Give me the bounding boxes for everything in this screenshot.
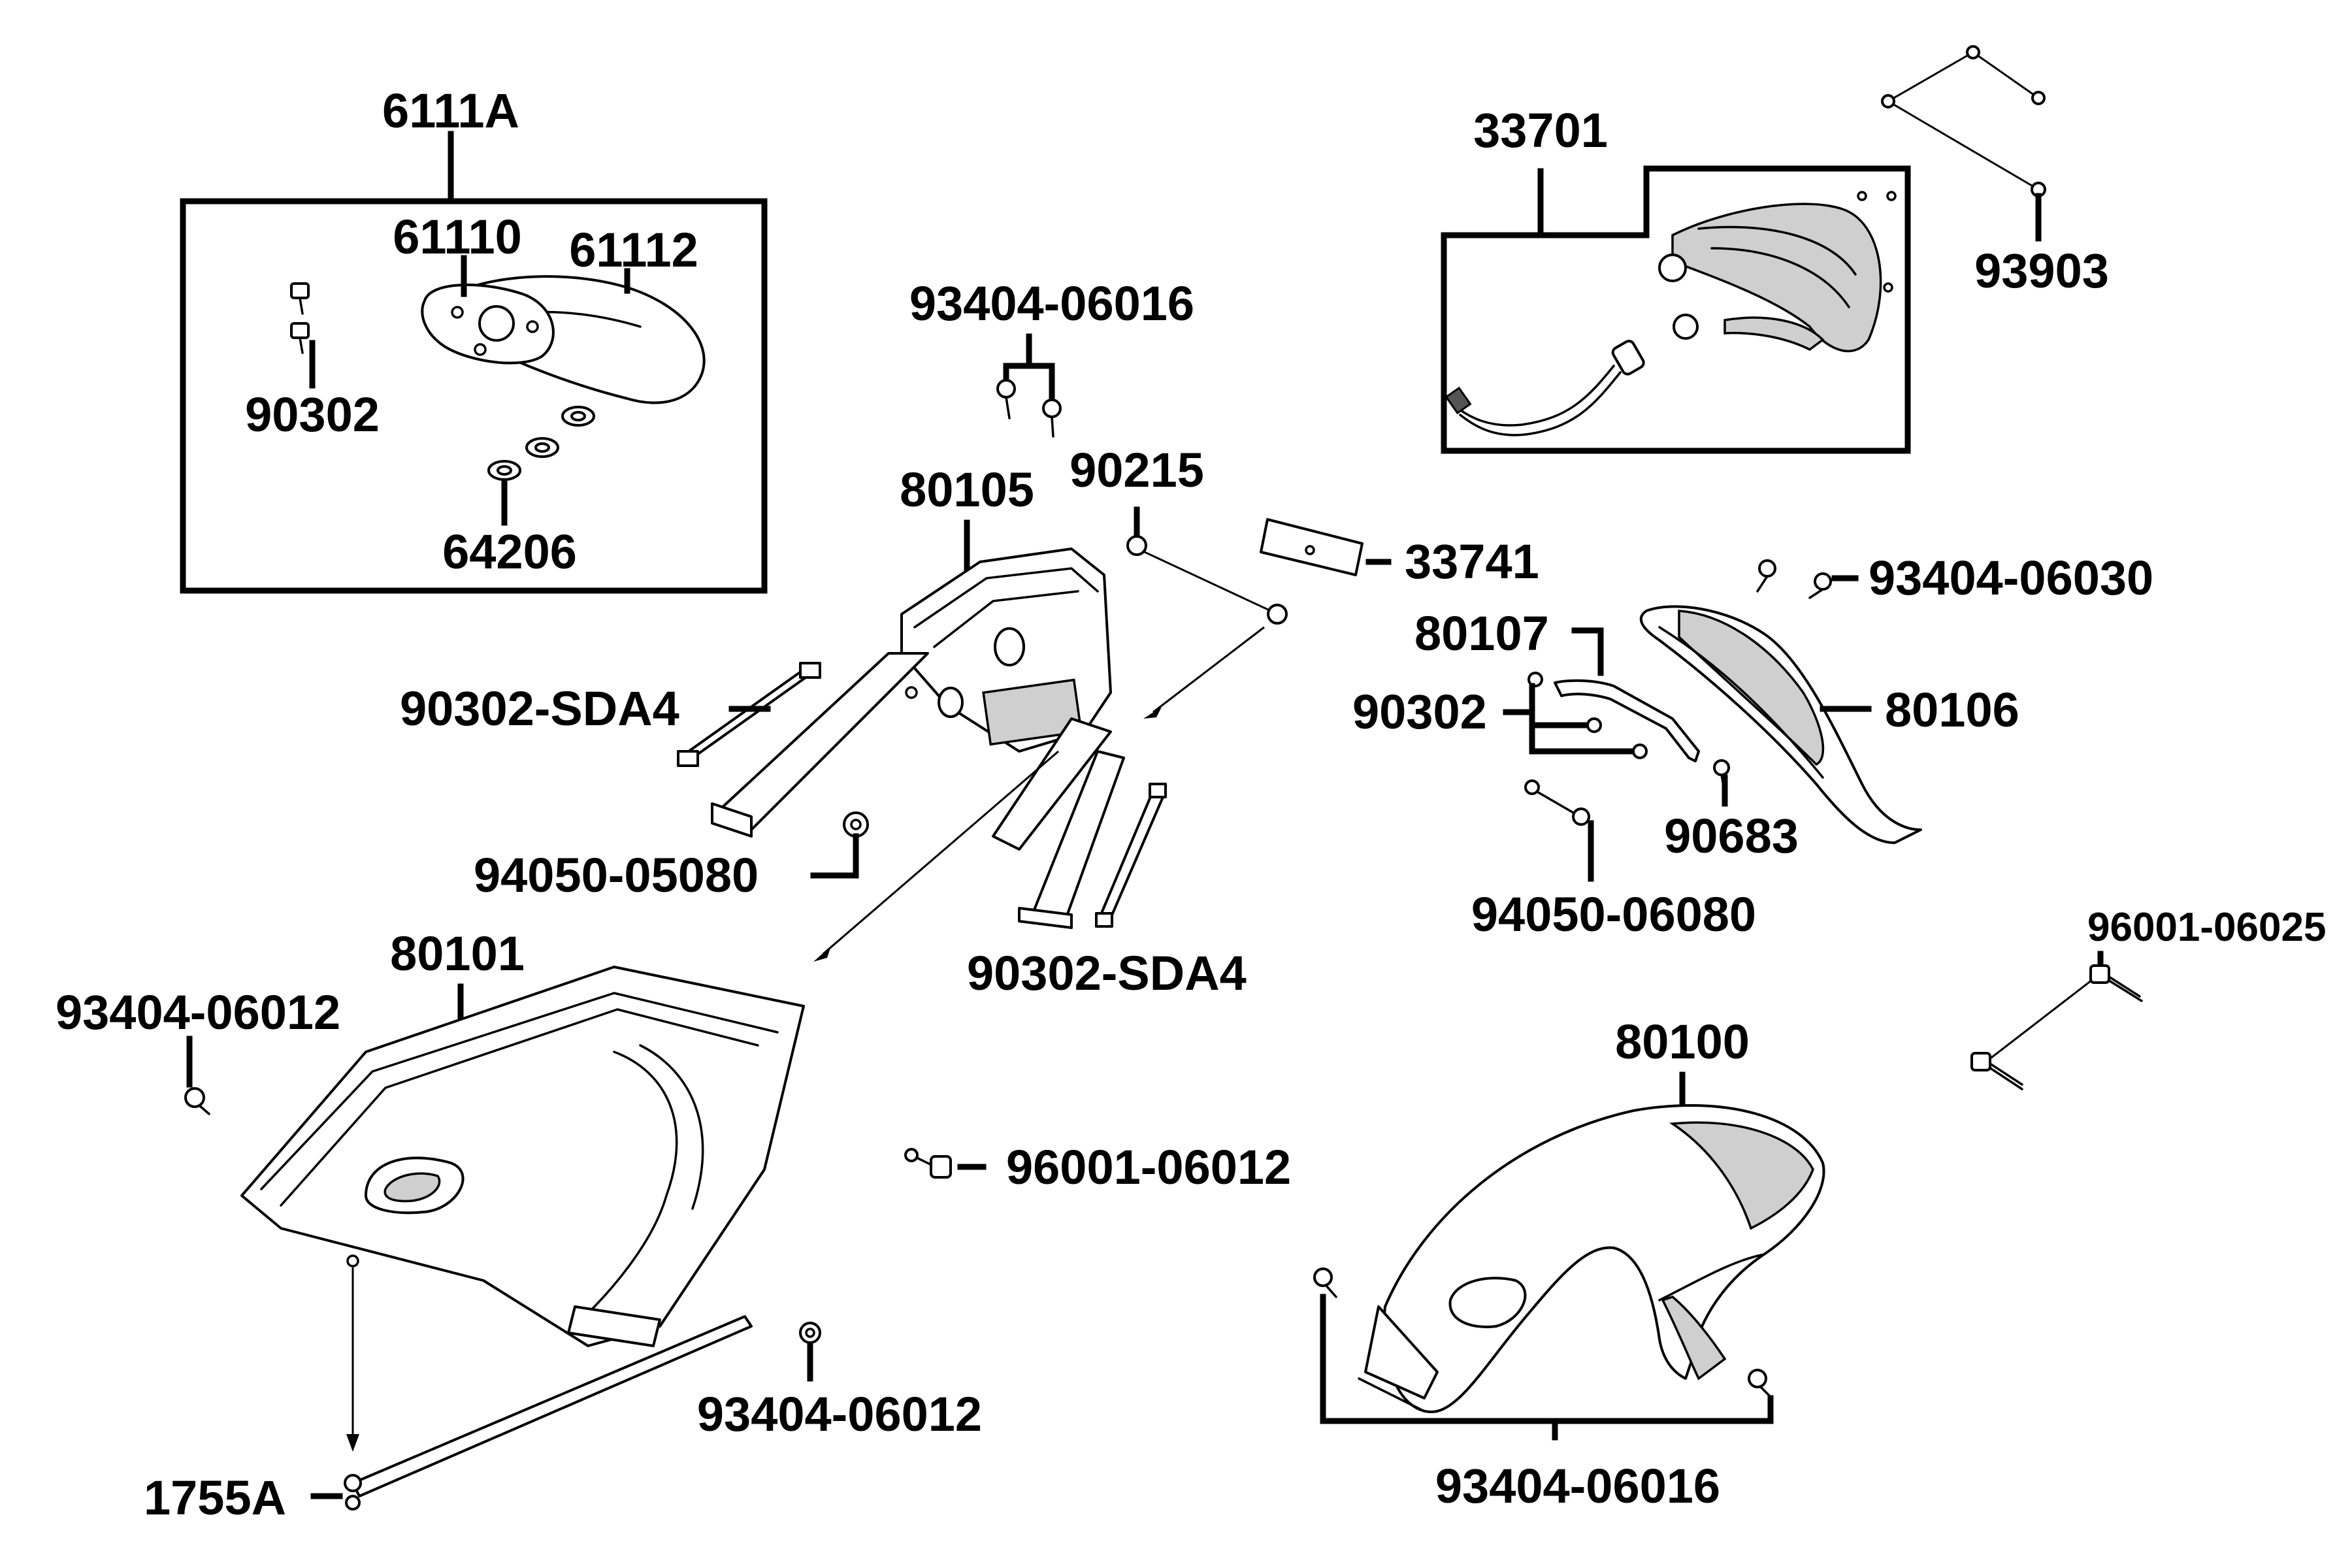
label-61110: 61110 — [393, 210, 522, 264]
label-90302-SDA4-upper: 90302-SDA4 — [400, 681, 679, 736]
label-80101: 80101 — [390, 926, 525, 981]
label-93404-06016-bottom: 93404-06016 — [1435, 1459, 1720, 1513]
reflector-33741: 33741 — [1260, 518, 1539, 589]
taillight-group: 33701 — [1441, 103, 1911, 454]
label-6111A: 6111A — [382, 84, 519, 138]
seat-bolt — [290, 282, 310, 354]
bolt-90683: 90683 — [1664, 759, 1799, 863]
bolt-96001-06012: 96001-06012 — [904, 1140, 1291, 1194]
label-90302-bracket: 90302 — [1352, 685, 1487, 739]
seat-group-box — [180, 198, 768, 594]
label-33701: 33701 — [1473, 103, 1608, 157]
label-80105: 80105 — [900, 463, 1034, 517]
bolt-93404-06030: 93404-06030 — [1756, 551, 2153, 605]
mudguard-80101: 80101 — [240, 926, 805, 1452]
taillight-housing — [1671, 203, 1882, 353]
label-33741: 33741 — [1405, 534, 1539, 589]
label-94050-05080: 94050-05080 — [474, 848, 759, 902]
label-93404-06016-top: 93404-06016 — [909, 276, 1194, 331]
bolt-93404-06012-left: 93404-06012 — [56, 985, 340, 1115]
label-96001-06025: 96001-06025 — [2087, 905, 2326, 950]
strap-1755A: 1755A — [144, 1315, 753, 1525]
nut-94050-05080: 94050-05080 — [474, 811, 869, 902]
label-64206: 64206 — [442, 525, 577, 579]
label-80106: 80106 — [1885, 683, 2019, 737]
label-90302-SDA4-lower: 90302-SDA4 — [967, 946, 1247, 1000]
label-96001-06012: 96001-06012 — [1006, 1140, 1291, 1194]
label-90215: 90215 — [1070, 443, 1204, 497]
bolt-93404-06012-bottom: 93404-06012 — [697, 1322, 982, 1441]
label-80107: 80107 — [1414, 606, 1549, 661]
bolts-96001-06025: 96001-06025 — [1970, 905, 2326, 1090]
label-93903: 93903 — [1974, 244, 2109, 298]
label-1755A: 1755A — [144, 1471, 286, 1525]
bolts-93404-06016-bottom: 93404-06016 — [1313, 1267, 1774, 1513]
wire-93903: 93903 — [1881, 45, 2109, 298]
seat-group: 6111A 61110 61112 90302 64206 — [180, 84, 768, 594]
label-93404-06012-bottom: 93404-06012 — [697, 1387, 982, 1441]
label-93404-06012-left: 93404-06012 — [56, 985, 340, 1039]
strap-lower: 90302-SDA4 — [967, 783, 1247, 1000]
tail-cover-80106: 80106 — [1639, 605, 2019, 844]
label-93404-06030: 93404-06030 — [1869, 551, 2153, 605]
strap-upper: 90302-SDA4 — [400, 662, 821, 767]
label-61112: 61112 — [569, 223, 698, 277]
bolts-90302-bracket: 90302 — [1352, 683, 1648, 759]
label-90302-seat: 90302 — [245, 387, 380, 442]
grommet-90215: 90215 — [1070, 443, 1288, 719]
taillight-box — [1441, 165, 1911, 454]
rear-frame-80105: 80105 — [711, 463, 1125, 962]
seat-base-hole — [478, 305, 515, 342]
nut-94050-06080: 94050-06080 — [1471, 779, 1756, 941]
bracket-80107: 80107 — [1414, 606, 1700, 762]
label-94050-06080: 94050-06080 — [1471, 887, 1756, 941]
bolt-pair-93404-06016: 93404-06016 — [909, 276, 1194, 438]
rear-fender-80100: 80100 — [1358, 1015, 1825, 1413]
label-90683: 90683 — [1664, 809, 1799, 863]
label-80100: 80100 — [1615, 1015, 1750, 1069]
